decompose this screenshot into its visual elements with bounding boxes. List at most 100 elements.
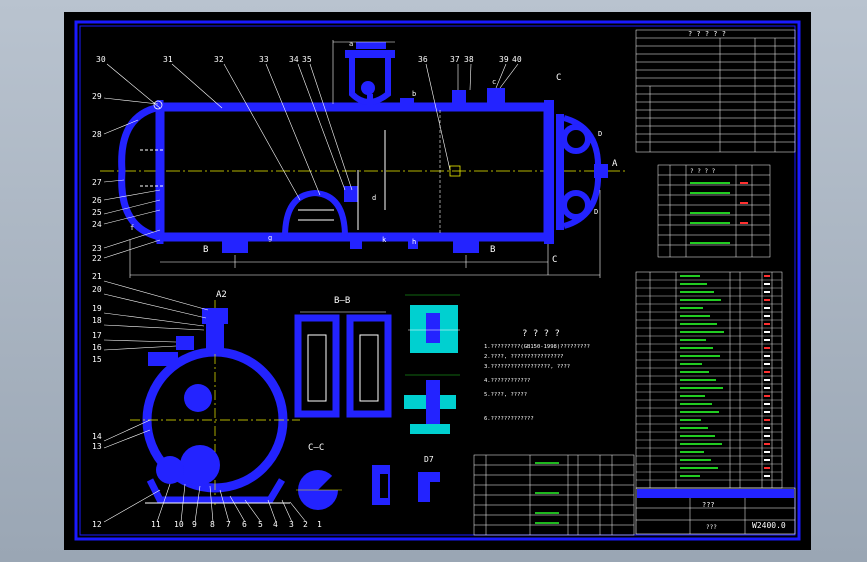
parts-row-text-bar [680,435,715,437]
nozzle-table [657,164,771,258]
parts-row-mark [764,395,770,397]
balloon-29: 29 [92,92,102,101]
design-data-table [635,29,796,153]
parts-row-mark [764,467,770,469]
parts-row-text-bar [680,427,708,429]
parts-row-text-bar [680,283,707,285]
parts-row-mark [764,371,770,373]
balloon-18: 18 [92,316,102,325]
parts-row-mark [764,427,770,429]
drawing-author: ??? [706,524,717,531]
design-data-table-title: ? ? ? ? ? [688,30,726,38]
parts-row-text-bar [680,315,710,317]
balloon-36: 36 [418,55,428,64]
title-block: ??? W2400.0 ??? [635,487,796,535]
section-bb-title: B–B [334,296,350,306]
side-view-balloons: 21 20 19 18 17 16 15 14 13 12 11 10 9 8 … [92,272,322,529]
parts-row-text-bar [680,355,720,357]
nozzle-letter-k: k [382,236,387,244]
section-label-c-top: C [556,73,561,83]
balloon-35: 35 [302,55,312,64]
tech-note-6: 6.????????????? [484,416,534,422]
parts-row-mark [764,387,770,389]
parts-row-text-bar [680,307,703,309]
balloon-11: 11 [151,520,161,529]
parts-row-mark [764,355,770,357]
parts-row-text-bar [680,371,709,373]
nozzle-letter-g: g [268,234,272,242]
balloon-13: 13 [92,442,102,451]
section-cc-title: C–C [308,443,324,453]
main-view: 30 31 32 33 34 35 36 37 38 39 40 29 28 2… [92,40,625,278]
parts-row-mark [764,315,770,317]
balloon-21: 21 [92,272,102,281]
tech-note-1: 1.?????????(GB150-1998)????????? [484,344,590,350]
balloon-3: 3 [289,520,294,529]
tech-note-2: 2.????, ???????????????? [484,354,563,360]
nozzle-label-a: A [612,159,618,169]
parts-row-text-bar [680,395,705,397]
parts-row-mark [764,363,770,365]
nozzle-letter-c: c [492,78,496,86]
parts-row-text-bar [680,347,713,349]
balloon-8: 8 [210,520,215,529]
balloon-28: 28 [92,130,102,139]
balloon-2: 2 [303,520,308,529]
outer-frame [74,20,801,541]
detail-views: D7 [372,294,460,505]
parts-row-mark [764,419,770,421]
parts-row-text-bar [680,459,711,461]
balloon-40: 40 [512,55,522,64]
parts-row-mark [764,339,770,341]
parts-row-text-bar [680,339,706,341]
balloon-5: 5 [258,520,263,529]
parts-row-text-bar [680,331,724,333]
nozzle-letter-h: h [412,238,416,246]
drawing-code: W2400.0 [752,521,786,530]
parts-row-mark [764,459,770,461]
tech-notes-title: ? ? ? ? [522,329,560,339]
main-view-balloons: 30 31 32 33 34 35 36 37 38 39 40 29 28 2… [92,55,522,263]
parts-row-mark [764,299,770,301]
nozzle-letter-f: f [130,224,134,232]
parts-row-text-bar [680,403,712,405]
balloon-39: 39 [499,55,509,64]
parts-row-text-bar [680,475,700,477]
balloon-22: 22 [92,254,102,263]
parts-row-text-bar [680,443,722,445]
balloon-37: 37 [450,55,460,64]
bottom-parts-table [473,454,635,536]
parts-row-mark [764,451,770,453]
parts-row-mark [764,283,770,285]
parts-row-mark [764,331,770,333]
balloon-10: 10 [174,520,184,529]
balloon-6: 6 [242,520,247,529]
balloon-24: 24 [92,220,102,229]
balloon-15: 15 [92,355,102,364]
nozzle-letter-b: b [412,90,416,98]
parts-row-mark [764,403,770,405]
section-label-b-left: B [203,245,208,255]
section-label-c-bottom: C [552,255,557,265]
drawing-name: ??? [702,501,715,509]
balloon-23: 23 [92,244,102,253]
parts-row-text-bar [680,323,717,325]
parts-row-text-bar [680,363,702,365]
tech-note-4: 4.???????????? [484,378,530,384]
balloon-19: 19 [92,304,102,313]
parts-row-mark [764,435,770,437]
balloon-20: 20 [92,285,102,294]
parts-row-text-bar [680,291,714,293]
parts-row-text-bar [680,419,701,421]
parts-row-text-bar [680,387,723,389]
balloon-1: 1 [317,520,322,529]
balloon-38: 38 [464,55,474,64]
tech-note-3: 3.??????????????????, ???? [484,364,570,370]
balloon-26: 26 [92,196,102,205]
balloon-32: 32 [214,55,224,64]
parts-row-text-bar [680,411,719,413]
parts-row-mark [764,275,770,277]
tech-note-5: 5.????, ????? [484,392,527,398]
balloon-7: 7 [226,520,231,529]
